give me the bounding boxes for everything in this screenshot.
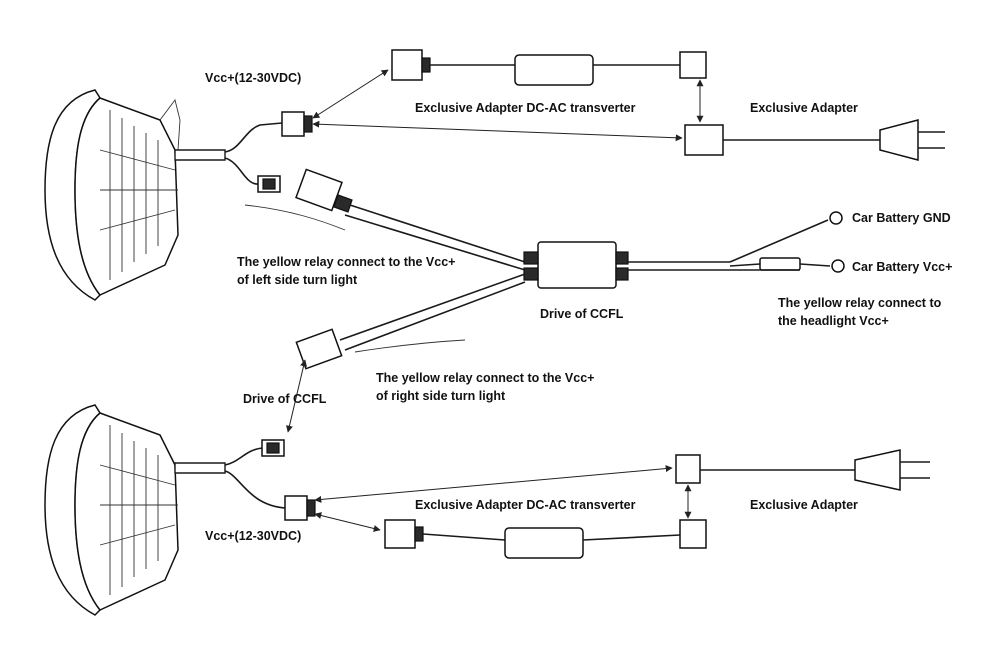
label-vcc-top: Vcc+(12-30VDC) (205, 71, 301, 85)
headlight-cable-top (174, 149, 226, 161)
dcac-adapter-bottom (384, 519, 707, 559)
arrow-vcc-to-dcac-bottom (314, 512, 381, 532)
relay-plug-left (295, 168, 353, 213)
label-dcac-adapter-bottom: Exclusive Adapter DC-AC transverter (415, 498, 636, 512)
relay-wire-left (244, 204, 346, 231)
relay-wire-right (354, 339, 466, 353)
dcac-adapter-top (391, 49, 707, 86)
battery-leads (729, 211, 845, 273)
exclusive-adapter-top (684, 119, 945, 161)
vcc-connector-top (281, 111, 313, 137)
arrow-vcc-to-dcac-top (312, 69, 389, 119)
label-exclusive-adapter-top: Exclusive Adapter (750, 101, 858, 115)
relay-plug-right (295, 328, 343, 370)
headlight-bottom (44, 404, 179, 616)
label-drive-ccfl-left: Drive of CCFL (243, 392, 327, 406)
headlight-top (44, 89, 181, 301)
label-relay-right-2: of right side turn light (376, 389, 506, 403)
label-car-battery-vcc: Car Battery Vcc+ (852, 260, 952, 274)
label-relay-headlight-1: The yellow relay connect to (778, 296, 942, 310)
arrow-vcc-to-adapter-bottom (314, 465, 673, 503)
ccfl-drive-box (523, 241, 629, 289)
arrow-ccfl-to-connector (286, 359, 307, 433)
label-relay-left-2: of left side turn light (237, 273, 358, 287)
label-dcac-adapter-top: Exclusive Adapter DC-AC transverter (415, 101, 636, 115)
small-connector-bottom (261, 439, 285, 457)
label-drive-ccfl-center: Drive of CCFL (540, 307, 624, 321)
vcc-connector-bottom (284, 495, 316, 521)
headlight-cable-bottom (174, 462, 226, 474)
label-relay-left-1: The yellow relay connect to the Vcc+ (237, 255, 455, 269)
small-connector-top (257, 175, 281, 193)
label-relay-headlight-2: the headlight Vcc+ (778, 314, 889, 328)
arrow-vcc-to-adapter-top (312, 120, 683, 142)
label-car-battery-gnd: Car Battery GND (852, 211, 951, 225)
exclusive-adapter-bottom (675, 449, 930, 491)
label-exclusive-adapter-bottom: Exclusive Adapter (750, 498, 858, 512)
label-relay-right-1: The yellow relay connect to the Vcc+ (376, 371, 594, 385)
label-vcc-bottom: Vcc+(12-30VDC) (205, 529, 301, 543)
